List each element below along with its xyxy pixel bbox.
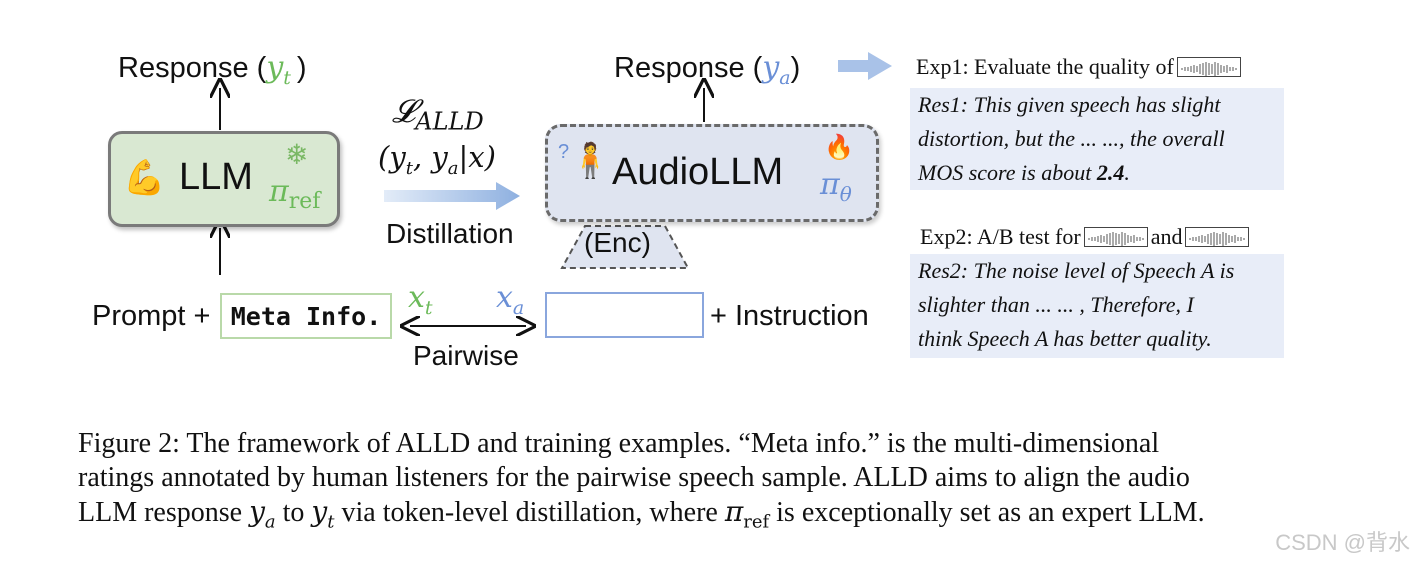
mini-waveform-icon-a	[1083, 227, 1148, 247]
snowflake-icon: ❄	[285, 139, 309, 170]
res2-box: Res2: The noise level of Speech A is sli…	[910, 254, 1284, 358]
pi-theta: πθ	[820, 167, 852, 206]
person-question-icon: ?🧍	[558, 141, 612, 180]
caption-line-1: Figure 2: The framework of ALLD and trai…	[78, 428, 1160, 459]
encoder-shape	[560, 225, 690, 269]
loss-arguments: (yt, ya|x)	[378, 140, 496, 179]
yt-variable: yt	[266, 50, 291, 89]
ya-variable: ya	[762, 50, 791, 89]
xt-variable: xt	[408, 280, 433, 319]
distillation-label: Distillation	[386, 218, 514, 249]
llm-block: 💪 LLM ❄ πref	[108, 131, 340, 227]
prompt-label: Prompt +	[92, 300, 211, 332]
encoder-label: (Enc)	[584, 227, 651, 258]
audio-waveform-box	[545, 292, 704, 338]
pi-ref: πref	[269, 174, 321, 214]
exp1-label: Exp1: Evaluate the quality of	[916, 54, 1244, 80]
llm-response-label: Response (yt)	[118, 50, 307, 89]
audiollm-response-label: Response (ya)	[614, 50, 801, 89]
res1-box: Res1: This given speech has slight disto…	[910, 88, 1284, 190]
xa-variable: xa	[496, 280, 525, 319]
distillation-arrow	[384, 182, 520, 210]
pairwise-label: Pairwise	[413, 340, 519, 371]
muscle-icon: 💪	[123, 159, 166, 197]
mini-waveform-icon	[1176, 57, 1241, 77]
watermark: CSDN @背水	[1275, 530, 1410, 555]
meta-info-box: Meta Info.	[220, 293, 392, 339]
instruction-label: + Instruction	[710, 300, 869, 332]
response-to-example-arrow	[838, 52, 892, 80]
mini-waveform-icon-b	[1185, 227, 1250, 247]
figure-caption: Figure 2: The framework of ALLD and trai…	[78, 427, 1310, 540]
loss-function: 𝓛ALLD	[392, 92, 484, 136]
fire-icon: 🔥	[824, 134, 854, 161]
audiollm-label: AudioLLM	[612, 151, 784, 193]
caption-line-3: LLM response ya to yt via token-level di…	[78, 495, 1205, 533]
llm-label: LLM	[179, 156, 253, 198]
caption-line-2: ratings annotated by human listeners for…	[78, 462, 1190, 493]
audiollm-block: ?🧍 AudioLLM 🔥 πθ	[545, 124, 879, 222]
